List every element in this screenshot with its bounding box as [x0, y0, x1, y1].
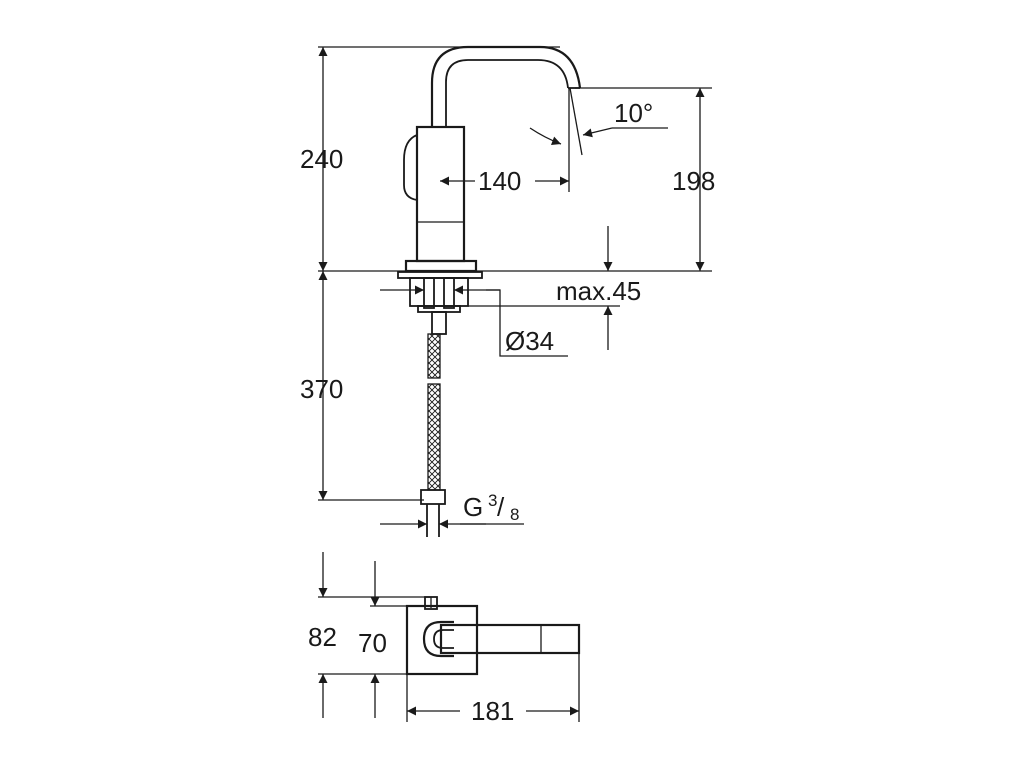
mounting-assembly	[397, 271, 483, 537]
dim-240-label: 240	[300, 144, 343, 174]
dim-181-label: 181	[471, 696, 514, 726]
dim-g-numerator: 3	[488, 491, 497, 510]
hose-lower	[427, 383, 441, 491]
dia34-leader	[486, 289, 568, 357]
dim-g-slash: /	[497, 492, 505, 522]
dim-10deg-label: 10°	[614, 98, 653, 128]
top-body-outer	[422, 620, 454, 658]
dim-max45-label: max.45	[556, 276, 641, 306]
dim-198-label: 198	[672, 166, 715, 196]
angle-line	[569, 87, 583, 156]
dim-82-label: 82	[308, 622, 337, 652]
dim-g-denominator: 8	[510, 505, 519, 524]
dim-370-label: 370	[300, 374, 343, 404]
threaded-rod-left	[423, 277, 435, 309]
hose-fitting	[431, 311, 447, 335]
mounting-nut	[409, 277, 469, 307]
faucet-body	[403, 45, 582, 273]
dim-140-label: 140	[478, 166, 521, 196]
base-plate	[404, 259, 478, 273]
top-base	[405, 604, 479, 676]
top-body-inner	[433, 629, 454, 649]
dim-g-label: G	[463, 492, 483, 522]
angle-arrow-left	[529, 127, 562, 146]
hose-upper	[427, 333, 441, 379]
top-spout	[439, 623, 581, 655]
side-view: 240 198 140 10° max.45 Ø34 370 G	[300, 45, 715, 537]
spout-outer	[430, 45, 582, 127]
dim-dia34-label: Ø34	[505, 326, 554, 356]
hose-end-nut	[420, 489, 446, 505]
threaded-rod-right	[443, 277, 455, 309]
sensor-window	[403, 134, 418, 201]
angle-arrow-right	[582, 127, 613, 138]
body-rect	[415, 125, 466, 263]
spout-inner	[445, 59, 569, 127]
top-view: 82 70 181	[308, 552, 581, 726]
dim-70-label: 70	[358, 628, 387, 658]
